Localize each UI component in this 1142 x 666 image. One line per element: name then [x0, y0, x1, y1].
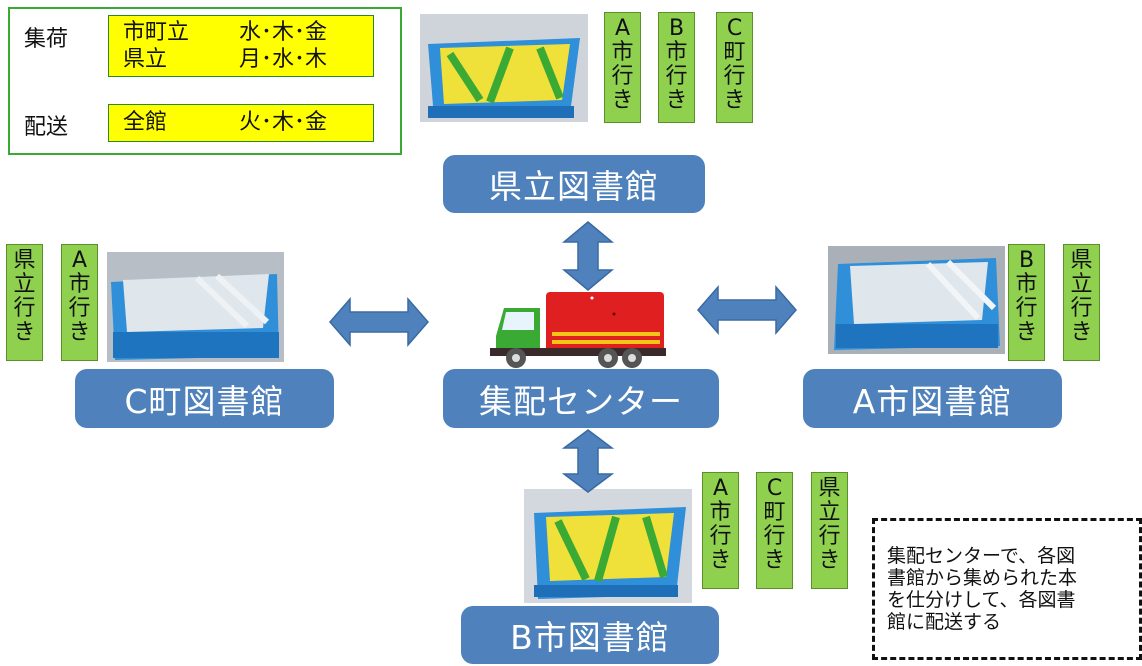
- tag-char: き: [13, 320, 36, 345]
- tag-char: A: [712, 476, 729, 501]
- note-line: を仕分けして、各図書: [887, 589, 1076, 611]
- collection-label: 集荷: [24, 27, 69, 52]
- tag-char: き: [709, 548, 732, 573]
- crate-photo-b-city: [524, 489, 692, 603]
- arrow-c-town-center: [329, 297, 429, 347]
- collection-days: 月･水･木: [239, 47, 328, 72]
- collection-cell: 市町立 水･木･金 県立 月･水･木: [108, 15, 374, 77]
- tag-char: 立: [818, 500, 841, 525]
- tag-char: き: [1070, 320, 1093, 345]
- tag-char: き: [665, 88, 688, 113]
- schedule-box: 集荷 市町立 水･木･金 県立 月･水･木 配送 全館 火･木･金: [8, 7, 402, 155]
- delivery-truck-icon: [490, 292, 666, 368]
- note-line: 集配センターで、各図: [887, 545, 1076, 567]
- tag-char: 立: [1070, 272, 1093, 297]
- tag-char: 行: [13, 296, 36, 321]
- library-center: 集配センター: [443, 369, 719, 428]
- tag-char: C: [726, 16, 743, 41]
- tag-char: A: [614, 16, 631, 41]
- tag-char: き: [818, 548, 841, 573]
- tag-char: 県: [1070, 248, 1093, 273]
- delivery-row: 全館 火･木･金: [123, 109, 373, 136]
- tag-char: き: [611, 88, 634, 113]
- tag-char: 行: [709, 524, 732, 549]
- collection-who: 市町立: [123, 20, 190, 45]
- tag-char: 市: [1015, 272, 1038, 297]
- tag-char: 県: [818, 476, 841, 501]
- tag-char: 市: [665, 40, 688, 65]
- tag-char: 行: [665, 64, 688, 89]
- library-c-town: C町図書館: [75, 369, 334, 428]
- tag-c-town-to-prefectural: 県立行き: [6, 244, 43, 361]
- tag-char: B: [1018, 248, 1035, 273]
- tag-a-city-to-prefectural: 県立行き: [1063, 244, 1100, 361]
- delivery-cell: 全館 火･木･金: [108, 104, 374, 142]
- tag-char: 行: [1070, 296, 1093, 321]
- tag-char: き: [68, 320, 91, 345]
- tag-char: き: [763, 548, 786, 573]
- tag-char: 行: [1015, 296, 1038, 321]
- tag-char: 町: [763, 500, 786, 525]
- crate-photo-c-town: [107, 252, 284, 362]
- explanation-note: 集配センターで、各図 書館から集められた本 を仕分けして、各図書 館に配送する: [872, 518, 1142, 660]
- tag-char: 行: [611, 64, 634, 89]
- arrow-center-b-city: [561, 429, 615, 493]
- tag-char: 町: [723, 40, 746, 65]
- delivery-label: 配送: [24, 115, 69, 140]
- delivery-who: 全館: [123, 110, 168, 135]
- tag-char: き: [1015, 320, 1038, 345]
- collection-row: 市町立 水･木･金: [123, 19, 373, 46]
- tag-char: B: [668, 16, 685, 41]
- crate-photo-a-city: [828, 246, 1005, 354]
- delivery-days: 火･木･金: [239, 110, 328, 135]
- tag-char: A: [71, 248, 88, 273]
- tag-char: き: [723, 88, 746, 113]
- collection-row: 県立 月･水･木: [123, 46, 373, 73]
- tag-char: 市: [68, 272, 91, 297]
- library-b-city: B市図書館: [461, 606, 719, 664]
- tag-char: 市: [709, 500, 732, 525]
- collection-who: 県立: [123, 47, 168, 72]
- tag-char: 行: [818, 524, 841, 549]
- tag-char: 県: [13, 248, 36, 273]
- tag-char: C: [766, 476, 783, 501]
- note-line: 館に配送する: [887, 611, 1002, 633]
- arrow-center-a-city: [697, 285, 797, 335]
- library-prefectural: 県立図書館: [443, 155, 705, 213]
- library-a-city: A市図書館: [803, 369, 1062, 428]
- tag-char: 行: [723, 64, 746, 89]
- tag-char: 市: [611, 40, 634, 65]
- tag-b-city-to-prefectural: 県立行き: [811, 472, 848, 589]
- crate-photo-prefectural: [420, 14, 588, 122]
- arrow-prefectural-center: [561, 221, 615, 291]
- note-line: 書館から集められた本: [887, 567, 1078, 589]
- tag-char: 立: [13, 272, 36, 297]
- tag-char: 行: [763, 524, 786, 549]
- tag-char: 行: [68, 296, 91, 321]
- collection-days: 水･木･金: [239, 20, 328, 45]
